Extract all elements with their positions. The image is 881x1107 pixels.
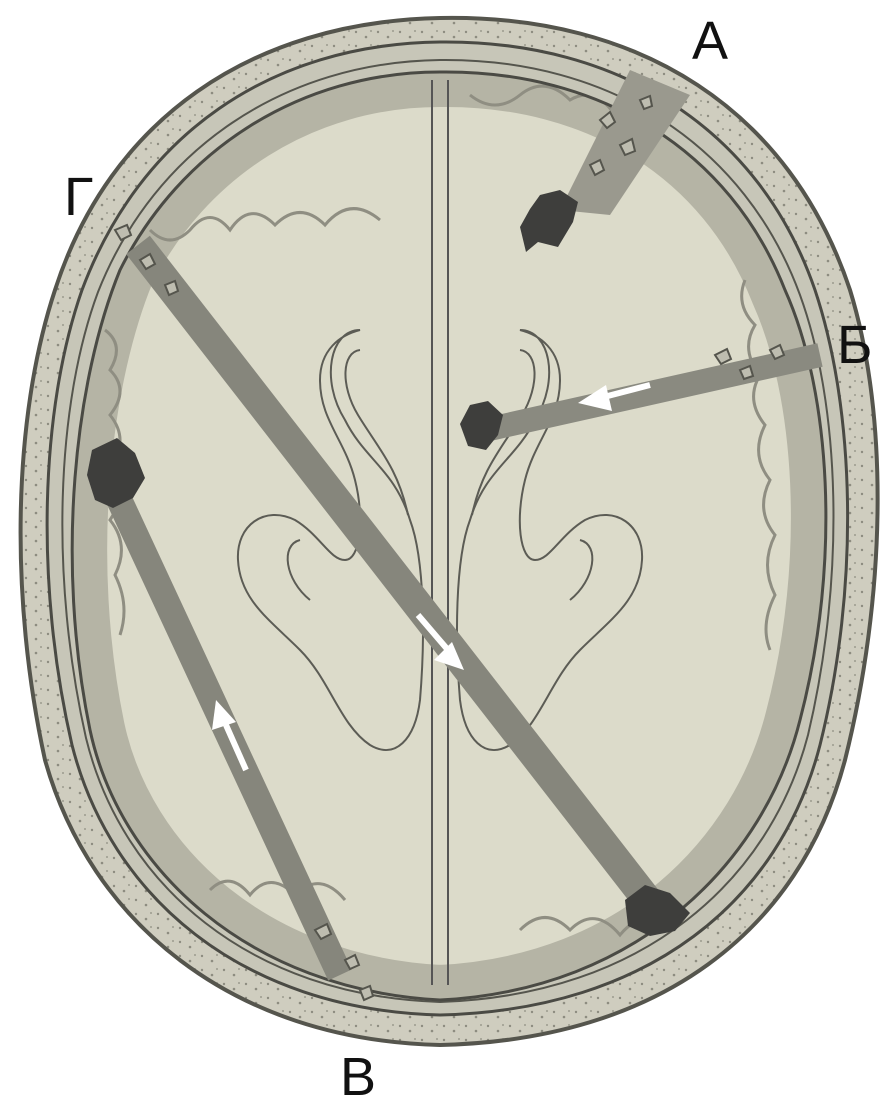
label-b: Б [837,318,872,372]
label-v: В [340,1050,376,1104]
label-g: Г [64,170,93,224]
label-a: А [692,14,728,68]
